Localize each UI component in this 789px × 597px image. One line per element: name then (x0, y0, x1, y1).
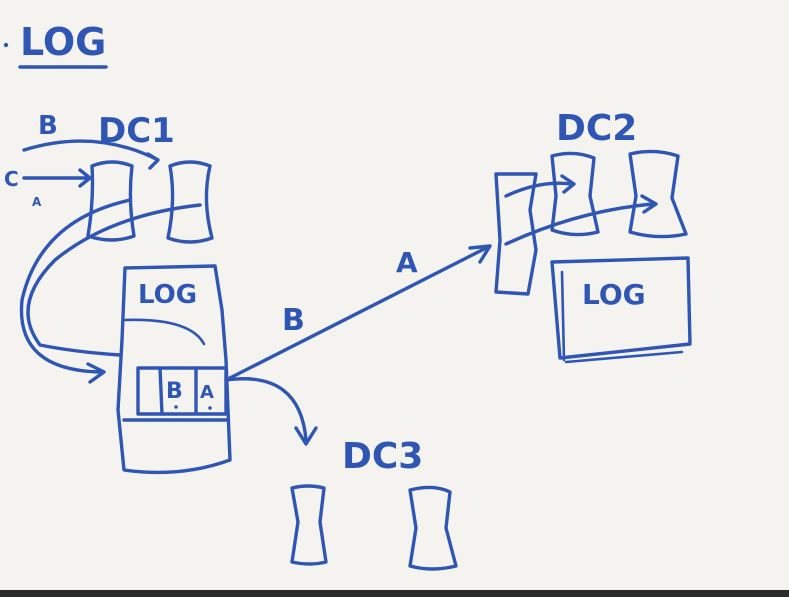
dc2-arrow-2 (504, 194, 658, 246)
dc1-cell-b: B (166, 379, 183, 404)
arrow-c-sub: A (32, 195, 42, 209)
dc1-log-cells (122, 366, 228, 422)
dc1-cell-a: A (200, 382, 214, 403)
dc1-cell-dot-2 (208, 406, 212, 410)
replication-arrows: B (224, 244, 492, 446)
dc1-group: DC1 B C A LOG B A (4, 111, 232, 475)
dc2-buffer (494, 172, 538, 296)
arrow-c (22, 168, 92, 188)
dc1-log-divider (123, 318, 206, 346)
dc2-label: DC2 (556, 108, 637, 149)
dc3-group: DC3 (290, 436, 458, 571)
dc2-log-box (550, 256, 692, 360)
frame-shadow-bottom (0, 590, 789, 597)
loop-arrow-2 (26, 203, 202, 357)
title-log: LOG (20, 20, 106, 64)
dc2-log-label: LOG (582, 278, 646, 311)
dc2-arrow-1 (504, 174, 576, 198)
dc1-cell-dot-1 (174, 405, 178, 409)
dc2-group: DC2 A LOG (396, 108, 692, 364)
dc1-replica-2 (166, 160, 214, 244)
dc2-replica-2 (628, 149, 688, 239)
title-group: LOG (3, 20, 108, 69)
arrow-c-label: C (4, 167, 19, 191)
loop-arrow-1 (19, 198, 132, 384)
arrow-a-label: A (396, 246, 418, 279)
arrow-to-dc2 (224, 244, 492, 382)
dc2-log-shadow (560, 270, 684, 364)
arrow-to-dc3 (224, 377, 318, 446)
dc3-label: DC3 (342, 436, 423, 477)
arrow-b-main-label: B (282, 303, 305, 338)
bullet-dot (3, 42, 9, 48)
dc1-log-label: LOG (138, 280, 197, 310)
arrow-b-label-top: B (38, 111, 58, 141)
dc2-replica-1 (550, 151, 600, 237)
arc-b-top (22, 139, 160, 170)
dc3-replica-2 (408, 485, 458, 571)
dc3-replica-1 (290, 484, 328, 566)
